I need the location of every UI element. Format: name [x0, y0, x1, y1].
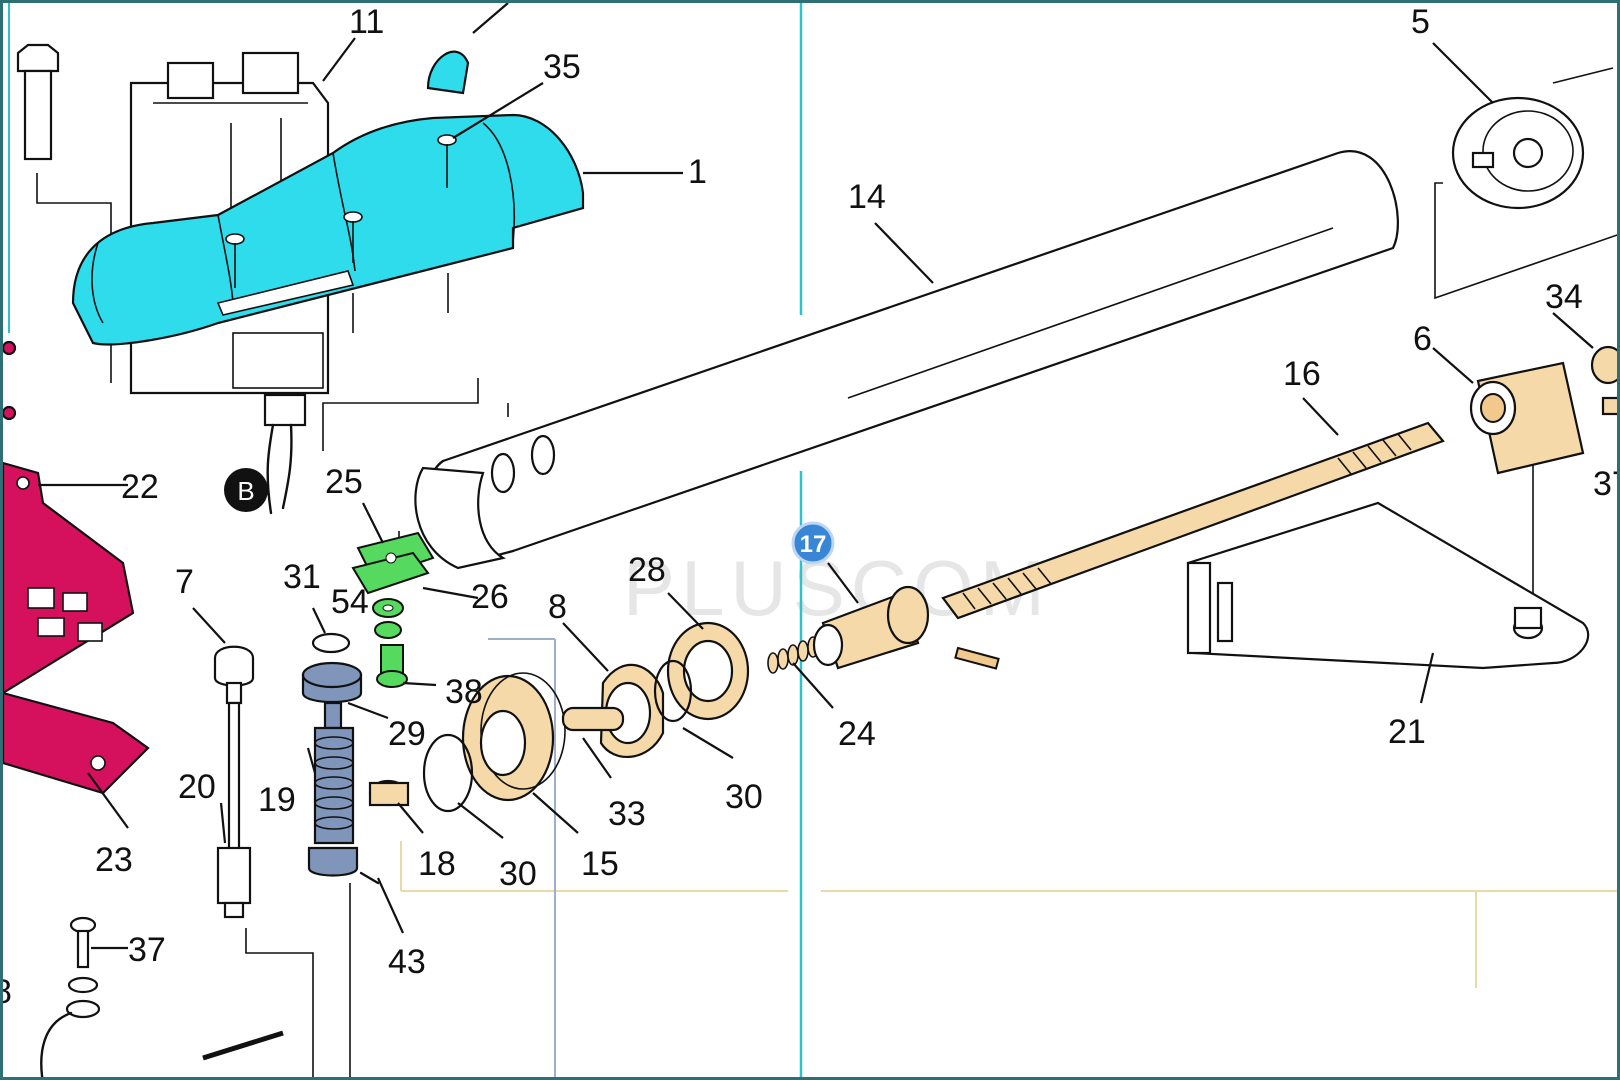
label-7: 7	[175, 563, 194, 601]
label-54: 54	[331, 583, 369, 621]
label-18: 18	[418, 845, 456, 883]
label-33: 33	[608, 795, 646, 833]
wire-connector	[263, 393, 307, 515]
label-38: 38	[445, 673, 483, 711]
screw-bottom-left	[40, 916, 284, 1077]
mounting-bracket-21	[1186, 501, 1590, 670]
bushing-34	[1590, 345, 1617, 416]
spring-and-coupler	[767, 585, 1000, 674]
label-23: 23	[95, 841, 133, 879]
label-1: 1	[688, 153, 707, 191]
label-43: 43	[388, 943, 426, 981]
motor-tube	[414, 150, 1399, 570]
label-29: 29	[388, 715, 426, 753]
label-37-right: 37	[1593, 465, 1620, 503]
label-31: 31	[283, 558, 321, 596]
nut-stack	[301, 632, 380, 885]
motor-cover	[71, 113, 585, 346]
end-cap-5	[1451, 67, 1614, 210]
label-34: 34	[1545, 278, 1583, 316]
label-14: 14	[848, 178, 886, 216]
label-6: 6	[1413, 320, 1432, 358]
marker-b: B	[224, 468, 268, 512]
highlight-marker-17[interactable]: 17	[791, 521, 859, 604]
label-25: 25	[325, 463, 363, 501]
gear-assembly	[368, 672, 566, 813]
label-8-cut: 8	[3, 973, 12, 1011]
label-20: 20	[178, 768, 216, 806]
label-24: 24	[838, 715, 876, 753]
label-22: 22	[121, 468, 159, 506]
diagram-canvas: B 17 11 35 1 5 14 34 6 16 37 22 25 26 31…	[3, 3, 1620, 1077]
bolt-top-left	[16, 43, 60, 161]
worm-shaft	[941, 421, 1445, 620]
highlight-marker-label: 17	[800, 531, 827, 558]
limit-spindle	[213, 645, 255, 919]
label-30-left: 30	[499, 855, 537, 893]
limit-bracket-22	[3, 340, 150, 795]
label-37-left: 37	[128, 931, 166, 969]
cover-screws	[225, 134, 457, 288]
label-30-right: 30	[725, 778, 763, 816]
marker-b-label: B	[237, 476, 254, 506]
drive-pinion	[1469, 361, 1585, 475]
leader-lines	[38, 37, 1594, 950]
label-35: 35	[543, 48, 581, 86]
part-labels: 11 35 1 5 14 34 6 16 37 22 25 26 31 54 7…	[3, 3, 1620, 1011]
label-21: 21	[1388, 713, 1426, 751]
limit-switch-parts	[351, 531, 435, 688]
label-26: 26	[471, 578, 509, 616]
label-11: 11	[349, 3, 384, 41]
label-8: 8	[548, 588, 567, 626]
label-16: 16	[1283, 355, 1321, 393]
bearing-parts	[561, 621, 750, 758]
label-15: 15	[581, 845, 619, 883]
label-5: 5	[1411, 3, 1430, 41]
section-dividers	[8, 3, 1617, 1077]
label-28: 28	[628, 551, 666, 589]
label-19: 19	[258, 781, 296, 819]
cap-piece	[426, 3, 509, 95]
